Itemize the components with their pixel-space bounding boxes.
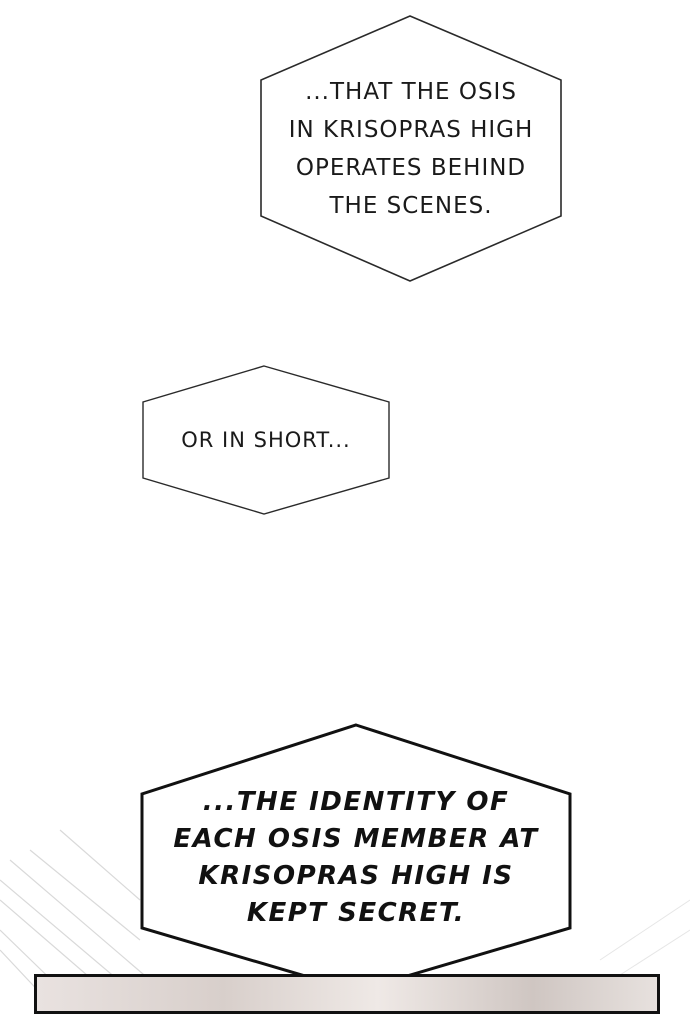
bubble-1-text: ...THAT THE OSIS IN KRISOPRAS HIGH OPERA… xyxy=(258,14,564,284)
bubble-3-line-2: EACH OSIS MEMBER AT xyxy=(173,824,539,854)
bubble-3-line-3: KRISOPRAS HIGH IS xyxy=(198,861,514,891)
speech-bubble-3: ...THE IDENTITY OF EACH OSIS MEMBER AT K… xyxy=(138,722,574,994)
bubble-2-text: OR IN SHORT... xyxy=(140,364,392,516)
bubble-3-text: ...THE IDENTITY OF EACH OSIS MEMBER AT K… xyxy=(138,722,574,994)
bubble-2-line-1: OR IN SHORT... xyxy=(181,428,351,452)
bubble-3-line-4: KEPT SECRET. xyxy=(246,898,466,928)
speech-bubble-1: ...THAT THE OSIS IN KRISOPRAS HIGH OPERA… xyxy=(258,14,564,284)
bubble-1-line-3: OPERATES BEHIND xyxy=(295,155,527,181)
next-panel-edge xyxy=(34,974,660,1014)
bubble-2-outline xyxy=(142,365,390,515)
bubble-3-line-1: ...THE IDENTITY OF xyxy=(202,787,510,817)
bubble-1-outline xyxy=(260,15,562,282)
speech-bubble-2: OR IN SHORT... xyxy=(140,364,392,516)
bubble-1-line-1: ...THAT THE OSIS xyxy=(305,79,517,105)
bubble-1-line-4: THE SCENES. xyxy=(329,193,493,219)
bubble-1-line-2: IN KRISOPRAS HIGH xyxy=(288,117,534,143)
